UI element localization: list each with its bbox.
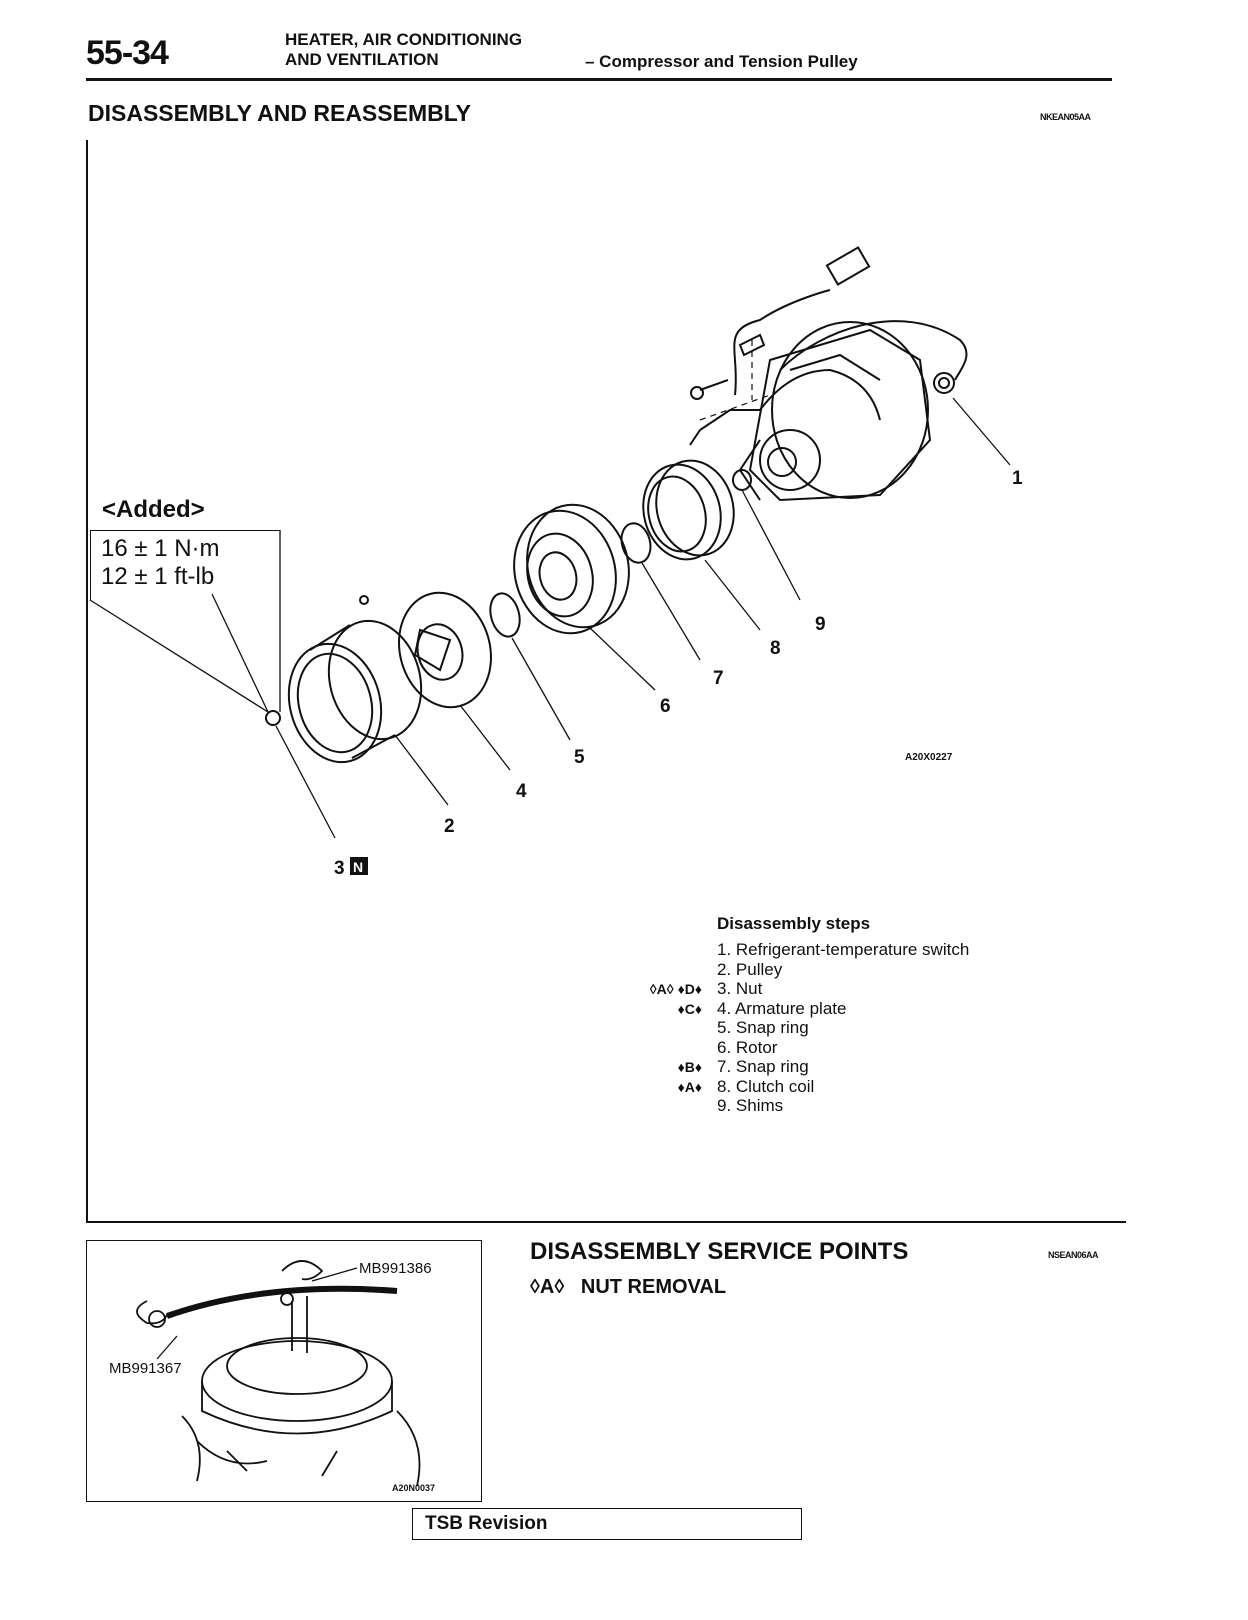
- mark-step7: ♦B♦: [677, 1059, 702, 1075]
- step-item: 9. Shims: [717, 1096, 784, 1115]
- tool2-label: MB991367: [109, 1360, 182, 1377]
- step-item: 2. Pulley: [717, 959, 783, 979]
- callout-6: 6: [660, 696, 671, 717]
- frame-bottom: [86, 1221, 1126, 1223]
- callout-5: 5: [574, 747, 585, 768]
- torque-imperial: 12 ± 1 ft-lb: [101, 563, 215, 590]
- nut-removal-illustration: MB991386 MB991367 A20N0037: [109, 1260, 435, 1493]
- compressor-exploded-diagram: 1 2 3 4 5 6 7 8 9 N A20X0227: [89, 246, 1023, 879]
- section-title: HEATER, AIR CONDITIONING AND VENTILATION: [285, 30, 522, 70]
- step-item: 6. Rotor: [717, 1037, 778, 1057]
- torque-metric: 16 ± 1 N·m: [101, 535, 220, 562]
- callout-3: 3: [334, 858, 345, 879]
- nut-removal-subtitle: ◊A◊ NUT REMOVAL: [530, 1276, 727, 1298]
- callout-9: 9: [815, 614, 826, 635]
- step-item: 3. Nut: [717, 979, 763, 998]
- mark-step3: ◊A◊ ♦D♦: [649, 981, 702, 997]
- steps-list: 1. Refrigerant-temperature switch 2. Pul…: [717, 940, 969, 1116]
- added-label: <Added>: [102, 496, 205, 523]
- mark-step8: ♦A♦: [677, 1078, 702, 1095]
- tool1-label: MB991386: [359, 1260, 432, 1277]
- step-item: 8. Clutch coil: [717, 1076, 815, 1096]
- nut-removal-figure: MB991386 MB991367 A20N0037: [86, 1240, 482, 1502]
- photo-figure-code: A20N0037: [392, 1483, 435, 1493]
- service-marks: ◊A◊ ♦D♦ ♦C♦ ♦B♦ ♦A♦: [610, 980, 702, 1097]
- section-title-line2: AND VENTILATION: [285, 50, 439, 69]
- section-title-line1: HEATER, AIR CONDITIONING: [285, 30, 523, 49]
- callout-7: 7: [713, 668, 724, 689]
- step-item: 7. Snap ring: [717, 1057, 809, 1076]
- step-item: 1. Refrigerant-temperature switch: [717, 940, 970, 959]
- step-item: 5. Snap ring: [717, 1018, 809, 1037]
- new-part-mark: N: [353, 859, 363, 875]
- page-title: DISASSEMBLY AND REASSEMBLY: [88, 100, 471, 126]
- callout-2: 2: [444, 816, 455, 837]
- torque-spec-box: 16 ± 1 N·m 12 ± 1 ft-lb: [90, 530, 280, 600]
- callout-1: 1: [1012, 468, 1023, 489]
- frame-left: [86, 140, 88, 1222]
- mark-step4: ♦C♦: [677, 1000, 702, 1017]
- subsection-title: – Compressor and Tension Pulley: [585, 52, 858, 71]
- compressor-body: [738, 321, 932, 502]
- page-number: 55-34: [86, 34, 169, 72]
- new-part-box: [350, 857, 368, 875]
- figure-code: A20X0227: [905, 752, 953, 763]
- header-rule: [86, 78, 1112, 81]
- section-code: NKEAN05AA: [1040, 112, 1091, 122]
- service-points-title: DISASSEMBLY SERVICE POINTS: [530, 1238, 909, 1265]
- callout-8: 8: [770, 638, 781, 659]
- tsb-revision-box: TSB Revision: [412, 1508, 802, 1540]
- callout-4: 4: [516, 781, 527, 802]
- steps-title: Disassembly steps: [717, 914, 871, 933]
- service-code: NSEAN06AA: [1048, 1250, 1099, 1260]
- step-item: 4. Armature plate: [717, 998, 847, 1018]
